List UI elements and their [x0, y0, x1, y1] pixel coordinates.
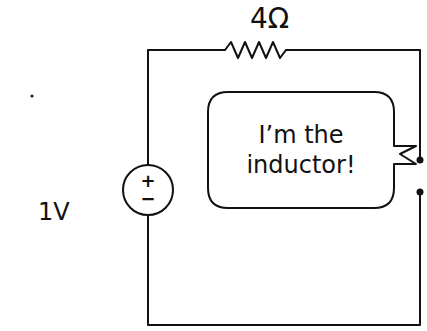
terminal-dot — [417, 157, 424, 164]
bubble-outline — [206, 90, 396, 210]
terminal-dot — [417, 189, 424, 196]
plus-sign: + — [140, 172, 155, 190]
ink-dot — [31, 95, 34, 98]
resistor-symbol — [225, 42, 286, 58]
bubble-shape — [208, 92, 416, 208]
resistance-value: 4Ω — [250, 2, 289, 35]
minus-sign: − — [140, 190, 155, 208]
source-voltage: 1V — [38, 198, 70, 226]
speech-bubble: I’m the inductor! — [206, 90, 396, 210]
voltage-source: +− — [122, 164, 174, 216]
bubble-text: I’m the inductor! — [236, 120, 366, 180]
bottom-wire — [148, 194, 420, 325]
